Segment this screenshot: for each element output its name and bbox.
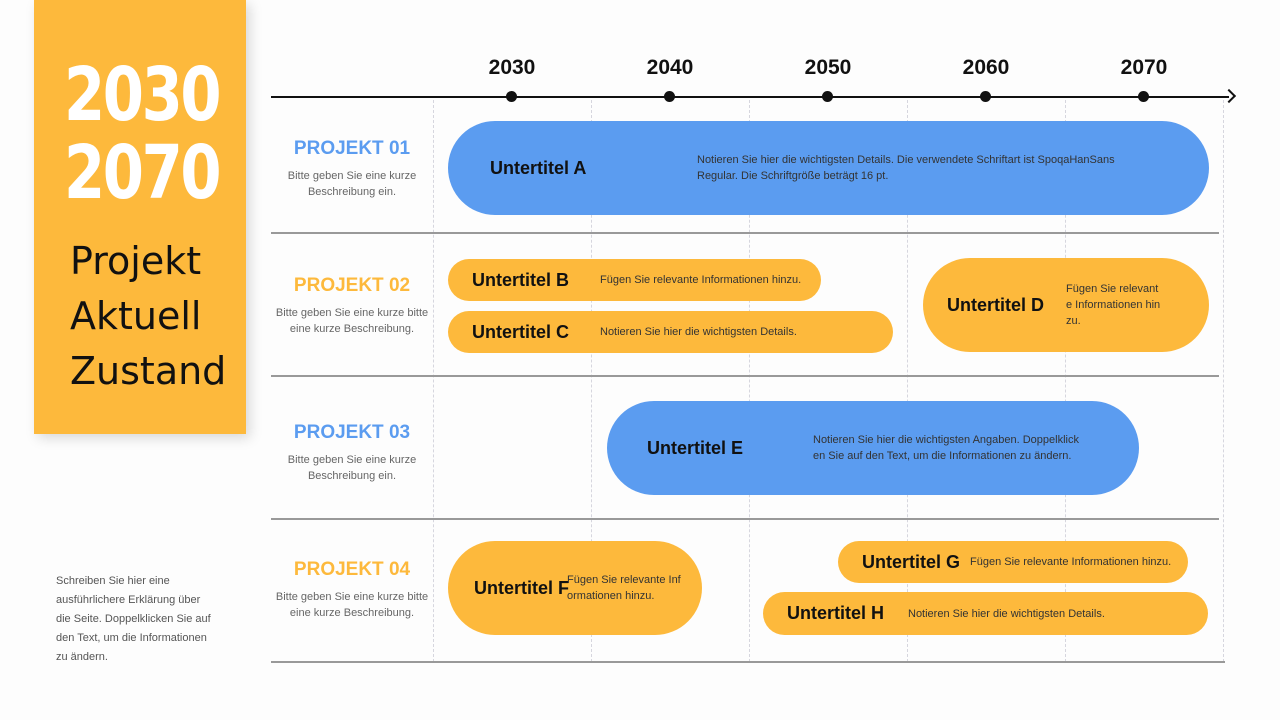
year-label: 2030	[488, 56, 536, 79]
bar-b[interactable]: Untertitel B Fügen Sie relevante Informa…	[448, 259, 821, 301]
year-marker	[506, 91, 517, 102]
year-label: 2070	[1120, 56, 1168, 79]
grid-line	[591, 100, 592, 662]
bar-text: Notieren Sie hier die wichtigsten Detail…	[697, 154, 1115, 182]
bar-text: Fügen Sie relevante Informationen hinzu.	[600, 274, 802, 286]
row-divider	[271, 661, 1225, 663]
project-desc: Bitte geben Sie eine kurze bitte eine ku…	[275, 591, 429, 619]
bar-text: Notieren Sie hier die wichtigsten Detail…	[600, 326, 797, 338]
project-title: PROJEKT 04	[293, 559, 411, 580]
year-label: 2050	[804, 56, 852, 79]
timeline-axis	[271, 96, 1229, 98]
project-03: PROJEKT 03 Bitte geben Sie eine kurze Be…	[271, 422, 433, 484]
page-note: Schreiben Sie hier eine ausführlichere E…	[56, 575, 211, 663]
year-label: 2040	[646, 56, 694, 79]
project-02: PROJEKT 02 Bitte geben Sie eine kurze bi…	[271, 275, 433, 337]
panel-title-line: Projekt	[70, 239, 202, 283]
bar-title: Untertitel C	[472, 321, 570, 342]
panel-title-line: Zustand	[70, 349, 227, 393]
year-marker	[664, 91, 675, 102]
grid-line	[749, 100, 750, 662]
year-end: 2070	[64, 130, 222, 216]
bar-title: Untertitel H	[787, 603, 885, 623]
year-marker	[822, 91, 833, 102]
bar-text: Fügen Sie relevante Informationen hinzu.	[1066, 283, 1161, 327]
grid-line	[907, 100, 908, 662]
bar-c[interactable]: Untertitel C Notieren Sie hier die wicht…	[448, 311, 893, 353]
year-marker	[1138, 91, 1149, 102]
title-panel: 2030 2070 Projekt Aktuell Zustand	[34, 0, 246, 434]
panel-title-line: Aktuell	[70, 294, 202, 338]
grid-line	[433, 100, 434, 662]
arrow-icon	[1221, 88, 1237, 104]
bar-e[interactable]: Untertitel E Notieren Sie hier die wicht…	[607, 401, 1139, 495]
project-title: PROJEKT 02	[293, 275, 411, 296]
bar-h[interactable]: Untertitel H Notieren Sie hier die wicht…	[763, 592, 1208, 635]
grid-line	[1223, 100, 1224, 662]
bar-g[interactable]: Untertitel G Fügen Sie relevante Informa…	[838, 541, 1188, 583]
project-01: PROJEKT 01 Bitte geben Sie eine kurze Be…	[271, 138, 433, 200]
bar-text: Notieren Sie hier die wichtigsten Detail…	[908, 607, 1105, 620]
project-title: PROJEKT 03	[293, 422, 411, 443]
row-divider	[271, 375, 1219, 377]
bar-text: Fügen Sie relevante Informationen hinzu.	[970, 556, 1172, 568]
project-desc: Bitte geben Sie eine kurze bitte eine ku…	[275, 307, 429, 335]
row-divider	[271, 518, 1219, 520]
year-marker	[980, 91, 991, 102]
project-04: PROJEKT 04 Bitte geben Sie eine kurze bi…	[271, 559, 433, 621]
row-divider	[271, 232, 1219, 234]
bar-f[interactable]: Untertitel F Fügen Sie relevante Informa…	[448, 541, 702, 635]
grid-line	[1065, 100, 1066, 662]
bar-title: Untertitel B	[472, 269, 570, 290]
year-start: 2030	[64, 52, 222, 138]
bar-title: Untertitel E	[647, 437, 744, 458]
bar-text: Fügen Sie relevante Informationen hinzu.	[567, 574, 681, 602]
bar-d[interactable]: Untertitel D Fügen Sie relevante Informa…	[923, 258, 1209, 352]
year-label: 2060	[962, 56, 1010, 79]
project-desc: Bitte geben Sie eine kurze Beschreibung …	[287, 454, 417, 482]
bar-title: Untertitel A	[490, 157, 587, 178]
bar-text: Notieren Sie hier die wichtigsten Angabe…	[813, 434, 1079, 462]
project-title: PROJEKT 01	[293, 138, 411, 159]
project-desc: Bitte geben Sie eine kurze Beschreibung …	[287, 170, 417, 198]
bar-title: Untertitel F	[474, 577, 570, 598]
bar-title: Untertitel G	[862, 551, 961, 572]
bar-title: Untertitel D	[947, 294, 1045, 315]
bar-a[interactable]: Untertitel A Notieren Sie hier die wicht…	[448, 121, 1209, 215]
